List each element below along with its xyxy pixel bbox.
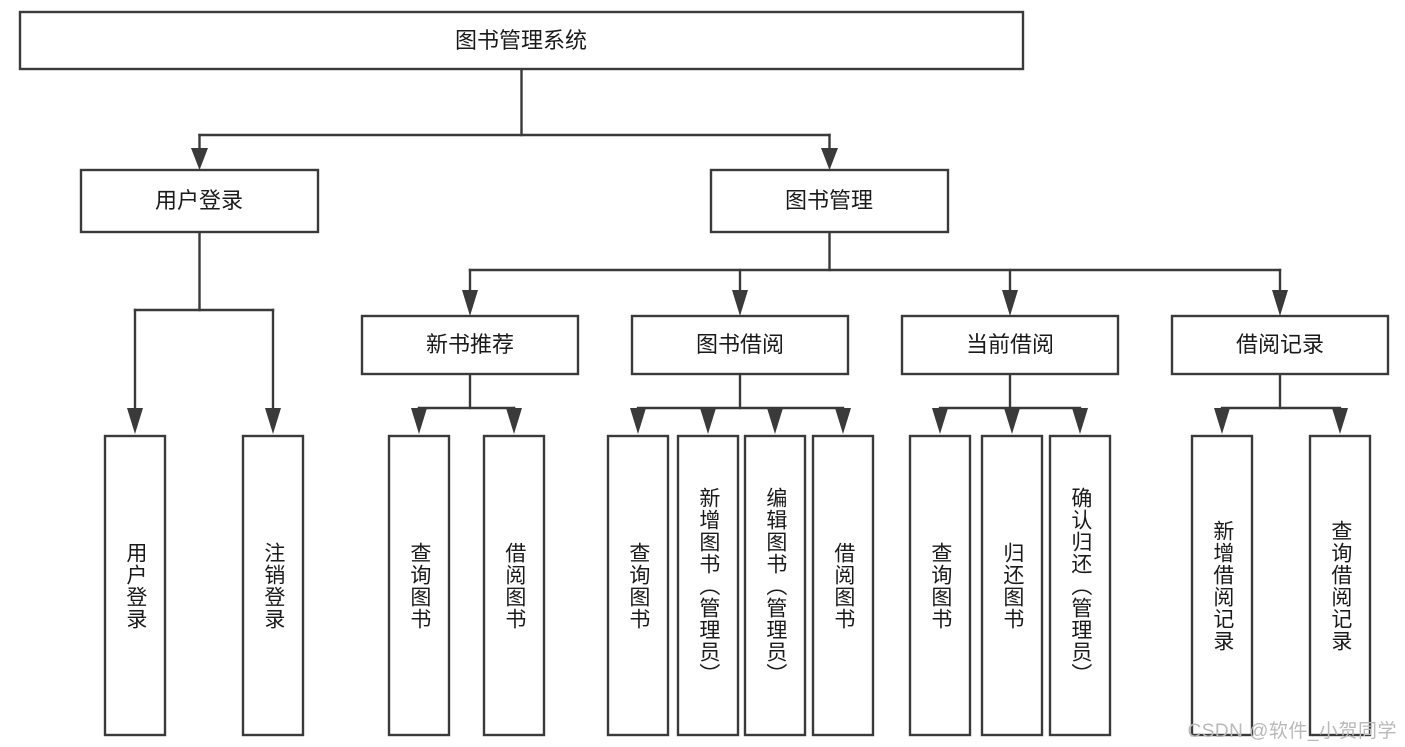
node-new-book-recommend[interactable]: 新书推荐 (360, 314, 580, 376)
leaf-box-query-book-borrow[interactable] (606, 434, 670, 737)
node-new-book-recommend-label: 新书推荐 (426, 332, 514, 357)
node-book-manage-box[interactable] (709, 168, 950, 234)
arrow-to-borrow-record (1272, 290, 1288, 316)
leaf-box-logout[interactable] (241, 434, 305, 737)
node-book-manage-label: 图书管理 (785, 188, 873, 213)
leaf-box-layer (103, 434, 1372, 737)
leaf-box-user-login[interactable] (103, 434, 167, 737)
arrow-to-leaf-13 (1332, 408, 1348, 434)
node-user-login-box[interactable] (79, 168, 320, 234)
arrow-to-book-manage (821, 148, 838, 170)
leaf-box-add-borrow-record[interactable] (1190, 434, 1254, 737)
node-user-login[interactable]: 用户登录 (79, 168, 320, 234)
arrow-to-current-borrow (1002, 290, 1018, 316)
node-current-borrow[interactable]: 当前借阅 (900, 314, 1120, 376)
node-root-box[interactable] (18, 10, 1025, 71)
node-root[interactable]: 图书管理系统 (18, 10, 1025, 71)
node-new-book-recommend-box[interactable] (360, 314, 580, 376)
node-borrow-record-box[interactable] (1170, 314, 1390, 376)
arrow-to-leaf-4 (506, 408, 522, 434)
arrow-to-leaf-8 (835, 408, 851, 434)
leaf-box-confirm-return-admin[interactable] (1048, 434, 1112, 737)
arrow-to-book-borrow (732, 290, 748, 316)
arrow-to-user-login (191, 148, 208, 170)
arrow-to-leaf-7 (767, 408, 783, 434)
leaf-box-edit-book-admin[interactable] (743, 434, 807, 737)
leaf-box-borrow-book-rec[interactable] (482, 434, 546, 737)
arrow-to-leaf-3 (411, 408, 427, 434)
arrow-to-leaf-1 (127, 408, 143, 434)
leaf-box-add-book-admin[interactable] (676, 434, 740, 737)
node-borrow-record-label: 借阅记录 (1236, 332, 1324, 357)
node-book-manage[interactable]: 图书管理 (709, 168, 950, 234)
arrow-to-leaf-10 (1004, 408, 1020, 434)
arrow-to-leaf-2 (265, 408, 281, 434)
node-current-borrow-box[interactable] (900, 314, 1120, 376)
node-book-borrow-box[interactable] (630, 314, 850, 376)
node-borrow-record[interactable]: 借阅记录 (1170, 314, 1390, 376)
arrow-to-leaf-6 (700, 408, 716, 434)
connector-layer (127, 67, 1348, 434)
leaf-box-return-book[interactable] (980, 434, 1044, 737)
arrow-to-leaf-5 (630, 408, 646, 434)
leaf-box-query-borrow-record[interactable] (1308, 434, 1372, 737)
arrow-to-new-book-rec (462, 290, 478, 316)
arrow-to-leaf-12 (1214, 408, 1230, 434)
node-book-borrow[interactable]: 图书借阅 (630, 314, 850, 376)
node-book-borrow-label: 图书借阅 (696, 332, 784, 357)
csdn-watermark: CSDN @软件_小贺同学 (1187, 721, 1397, 742)
leaf-box-query-book-rec[interactable] (387, 434, 451, 737)
leaf-box-borrow-book[interactable] (811, 434, 875, 737)
arrow-to-leaf-9 (932, 408, 948, 434)
leaf-box-query-book-current[interactable] (908, 434, 972, 737)
node-current-borrow-label: 当前借阅 (966, 332, 1054, 357)
node-user-login-label: 用户登录 (155, 188, 243, 213)
node-root-label: 图书管理系统 (455, 28, 587, 53)
arrow-to-leaf-11 (1072, 408, 1088, 434)
